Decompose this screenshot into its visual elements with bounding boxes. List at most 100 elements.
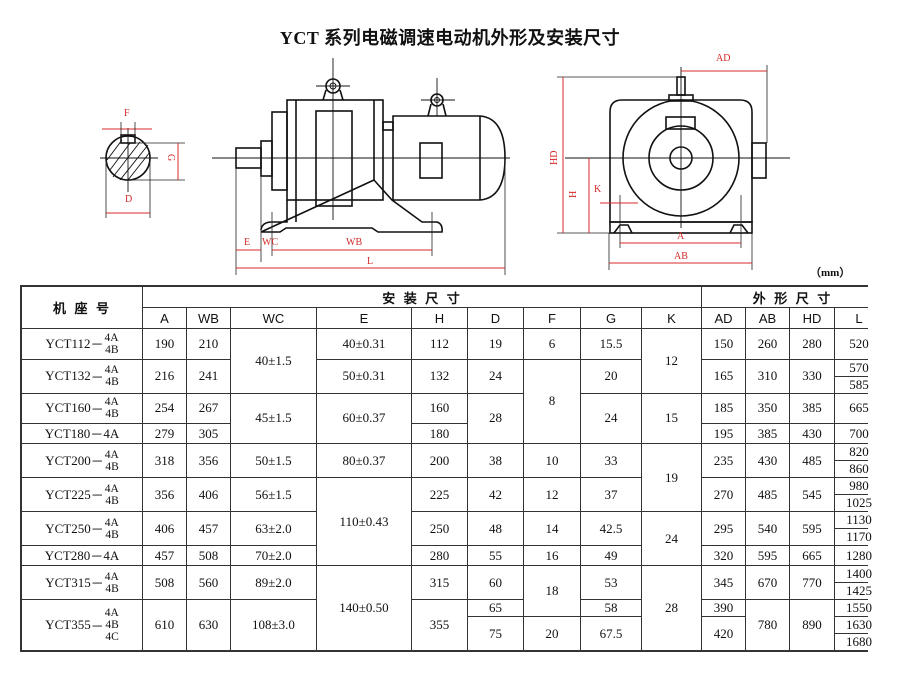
cell-H: 160 bbox=[412, 393, 467, 423]
model-base: YCT315 bbox=[45, 574, 91, 590]
cell-AD: 345 bbox=[702, 566, 745, 599]
model-variant: 4A bbox=[104, 570, 119, 583]
motor-drawing: F G D bbox=[100, 53, 790, 275]
cell-L: 1280 bbox=[835, 546, 883, 565]
hatch bbox=[106, 139, 151, 181]
model-base: YCT112 bbox=[45, 335, 91, 351]
cell-WC: 50±1.5 bbox=[231, 444, 316, 477]
shaft-section-view: F G D bbox=[100, 108, 185, 218]
cell-HD: 890 bbox=[790, 600, 834, 650]
model-variant: 4A bbox=[104, 482, 119, 495]
cell-D: 19 bbox=[468, 329, 523, 359]
model-base: YCT180 bbox=[44, 425, 91, 441]
cell-H: 250 bbox=[412, 512, 467, 545]
cell-A: 508 bbox=[143, 566, 186, 599]
cell-G: 33 bbox=[581, 444, 641, 477]
model-cell: YCT180－4A bbox=[22, 424, 142, 443]
cell-K: 24 bbox=[642, 512, 701, 565]
model-variant: 4B bbox=[105, 460, 119, 473]
cell-HD: 485 bbox=[790, 444, 834, 477]
cell-AB: 310 bbox=[746, 359, 789, 393]
cell-D: 38 bbox=[468, 444, 523, 477]
cell-F: 6 bbox=[524, 329, 580, 359]
cell-AB: 595 bbox=[746, 546, 789, 565]
model-base: YCT200 bbox=[45, 452, 91, 468]
column-header-E: E bbox=[317, 308, 411, 328]
model-base: YCT132 bbox=[45, 368, 91, 383]
cell-F: 14 bbox=[524, 512, 580, 545]
cell-L: 570 bbox=[835, 359, 883, 376]
cell-HD: 385 bbox=[790, 393, 834, 423]
cell-G: 58 bbox=[581, 600, 641, 616]
cell-AD: 165 bbox=[702, 359, 745, 393]
dim-label-D: D bbox=[125, 194, 132, 205]
cell-G: 49 bbox=[581, 546, 641, 565]
cell-E: 40±0.31 bbox=[317, 329, 411, 359]
cell-D: 42 bbox=[468, 478, 523, 511]
dim-label-L: L bbox=[367, 256, 373, 267]
cell-L: 1425 bbox=[835, 583, 883, 599]
cell-F: 18 bbox=[524, 566, 580, 616]
cell-A: 318 bbox=[143, 444, 186, 477]
cell-WB: 630 bbox=[187, 600, 230, 650]
cell-E: 140±0.50 bbox=[317, 566, 411, 650]
cell-D: 60 bbox=[468, 566, 523, 599]
model-variant: 4A bbox=[104, 516, 119, 529]
cell-WB: 457 bbox=[187, 512, 230, 545]
dim-label-K: K bbox=[594, 184, 602, 195]
cell-L: 1025 bbox=[835, 495, 883, 511]
cell-WC: 40±1.5 bbox=[231, 329, 316, 393]
column-header-D: D bbox=[468, 308, 523, 328]
cell-WC: 70±2.0 bbox=[231, 546, 316, 565]
cell-HD: 280 bbox=[790, 329, 834, 359]
model-separator: － bbox=[90, 488, 104, 503]
model-variant: 4B bbox=[105, 582, 119, 595]
cell-A: 457 bbox=[143, 546, 186, 565]
cell-L: 980 bbox=[835, 478, 883, 494]
cell-WB: 210 bbox=[187, 329, 230, 359]
cell-AB: 485 bbox=[746, 478, 789, 511]
cell-AB: 385 bbox=[746, 424, 789, 443]
cell-L: 1170 bbox=[835, 529, 883, 545]
cell-HD: 430 bbox=[790, 424, 834, 443]
model-base: YCT250 bbox=[45, 520, 91, 536]
cell-H: 355 bbox=[412, 600, 467, 650]
dim-label-G: G bbox=[165, 154, 176, 161]
dim-label-AB: AB bbox=[674, 251, 688, 262]
unit-note: （mm） bbox=[810, 267, 851, 279]
cell-HD: 545 bbox=[790, 478, 834, 511]
cell-L: 1130 bbox=[835, 512, 883, 528]
column-header-WB: WB bbox=[187, 308, 230, 328]
model-separator: － bbox=[90, 337, 104, 353]
model-variant: 4B bbox=[105, 528, 119, 541]
cell-E: 60±0.37 bbox=[317, 393, 411, 443]
model-separator: － bbox=[90, 576, 104, 591]
model-variant: 4A bbox=[104, 396, 119, 409]
cell-A: 406 bbox=[143, 512, 186, 545]
cell-D: 28 bbox=[468, 393, 523, 443]
column-header-H: H bbox=[412, 308, 467, 328]
cell-L: 665 bbox=[835, 393, 883, 423]
column-header-HD: HD bbox=[790, 308, 834, 328]
cell-AD: 235 bbox=[702, 444, 745, 477]
cell-G: 24 bbox=[581, 393, 641, 443]
cell-G: 15.5 bbox=[581, 329, 641, 359]
model-separator: － bbox=[90, 369, 104, 385]
model-variant: 4A bbox=[104, 448, 119, 461]
model-variant: 4C bbox=[105, 631, 119, 643]
cell-A: 190 bbox=[143, 329, 186, 359]
dim-label-AD: AD bbox=[716, 53, 730, 64]
model-variant: 4A bbox=[104, 607, 119, 619]
column-header-AB: AB bbox=[746, 308, 789, 328]
cell-K: 28 bbox=[642, 566, 701, 650]
cell-WB: 560 bbox=[187, 566, 230, 599]
dim-label-WC: WC bbox=[262, 237, 278, 248]
cell-L: 585 bbox=[835, 376, 883, 393]
cell-AD: 270 bbox=[702, 478, 745, 511]
